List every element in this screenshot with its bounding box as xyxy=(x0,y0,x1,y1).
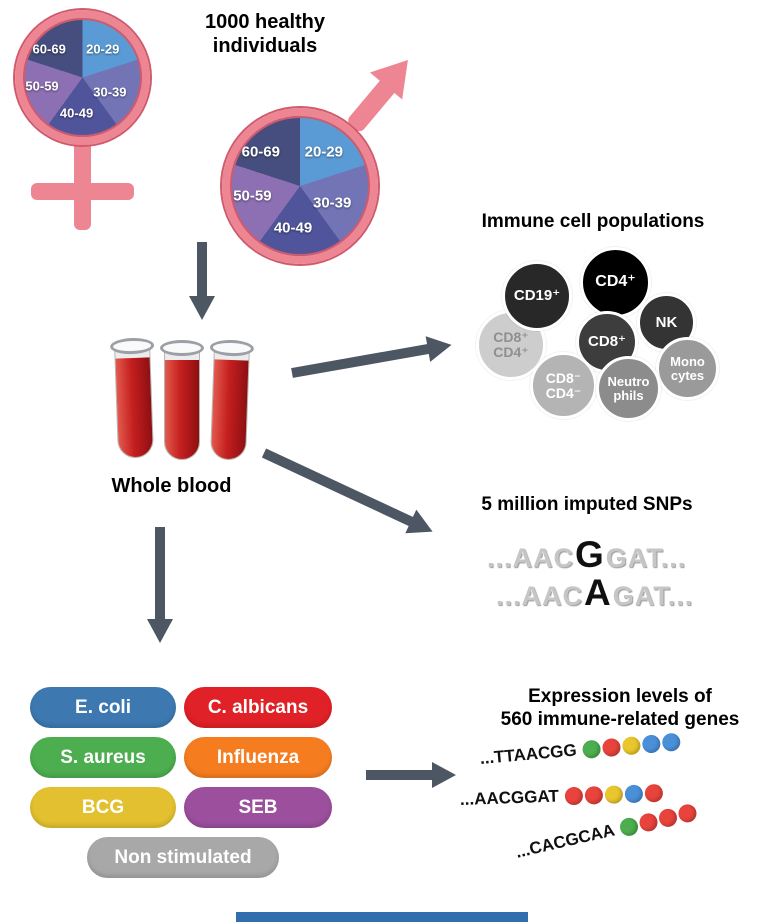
stimulus-influenza: Influenza xyxy=(184,737,332,778)
arrow-head-icon xyxy=(147,619,173,643)
age-label-30-39: 30-39 xyxy=(93,84,127,100)
gene-sequence-row: ...AACGGAT xyxy=(459,783,664,810)
snp-seq-pre: ...AAC xyxy=(487,543,574,573)
age-label-60-69: 60-69 xyxy=(241,143,280,161)
age-label-50-59: 50-59 xyxy=(233,187,272,205)
immune-cells-title: Immune cell populations xyxy=(481,211,705,232)
age-label-40-49: 40-49 xyxy=(59,105,94,121)
expression-dot xyxy=(644,783,664,803)
stimulus-ecoli: E. coli xyxy=(30,687,176,728)
gene-sequence-text: ...TTAACGG xyxy=(479,740,578,768)
expression-dots xyxy=(580,732,681,760)
cell-neutrophils: Neutro phils xyxy=(596,356,661,421)
expression-dot xyxy=(637,811,660,834)
snp-seq-post: GAT... xyxy=(612,581,694,611)
stimulus-bcg: BCG xyxy=(30,787,176,828)
expression-dot xyxy=(621,736,642,756)
expression-dot xyxy=(624,784,644,804)
expression-dot xyxy=(604,785,624,804)
expression-dot xyxy=(676,802,699,825)
arrow-stimulations-to-expression xyxy=(366,762,456,788)
gene-sequence-text: ...CACGCAA xyxy=(513,820,617,862)
gene-sequence-text: ...AACGGAT xyxy=(459,786,560,809)
expression-dots xyxy=(616,802,699,839)
expression-dot xyxy=(584,786,604,805)
age-label-60-69: 60-69 xyxy=(32,41,66,57)
arrow-head-icon xyxy=(432,762,456,788)
snp-variant-allele: A xyxy=(584,572,612,613)
tube-blood xyxy=(115,357,153,458)
cell-cd8neg-cd4neg: CD8⁻ CD4⁻ xyxy=(530,352,597,419)
arrow-shaft xyxy=(366,770,434,780)
whole-blood-label: Whole blood xyxy=(111,475,232,497)
stimulus-seb: SEB xyxy=(184,787,332,828)
stimulus-non-stimulated: Non stimulated xyxy=(87,837,279,878)
tube-cap xyxy=(160,340,204,356)
snp-variant-allele: G xyxy=(575,534,605,575)
snp-seq-pre: ...AAC xyxy=(496,581,583,611)
tube-blood xyxy=(211,359,249,460)
expression-dots xyxy=(562,783,664,806)
blood-tube xyxy=(206,339,255,464)
expression-dot xyxy=(657,807,679,829)
male-age-pie-chart: 20-29 30-39 40-49 50-59 60-69 xyxy=(222,108,378,264)
blood-tube xyxy=(109,337,158,462)
stimulus-saureus: S. aureus xyxy=(30,737,176,778)
arrow-individuals-to-blood xyxy=(189,242,215,320)
arrow-shaft xyxy=(261,448,415,527)
age-label-50-59: 50-59 xyxy=(25,78,59,94)
arrow-blood-to-stimulations xyxy=(147,527,173,643)
female-age-pie-chart: 20-29 30-39 40-49 50-59 60-69 xyxy=(15,10,150,145)
female-symbol-crossbar xyxy=(31,183,134,200)
arrow-blood-to-snps xyxy=(259,441,439,544)
blood-tube xyxy=(160,340,204,464)
gene-sequence-row: ...CACGCAA xyxy=(514,802,699,863)
age-label-30-39: 30-39 xyxy=(313,194,352,212)
expression-dot xyxy=(618,816,640,838)
arrow-head-icon xyxy=(189,296,215,320)
arrow-head-icon xyxy=(425,332,454,362)
tube-blood xyxy=(165,360,199,459)
cell-monocytes: Mono cytes xyxy=(656,337,719,400)
expression-dot xyxy=(581,739,602,759)
age-label-20-29: 20-29 xyxy=(304,143,343,161)
arrow-shaft xyxy=(197,242,207,298)
age-label-20-29: 20-29 xyxy=(86,41,120,57)
expression-dot xyxy=(601,737,622,758)
cell-cd4pos: CD4⁺ xyxy=(580,247,651,318)
gene-sequence-row: ...TTAACGG xyxy=(479,732,681,769)
expression-title: Expression levels of 560 immune-related … xyxy=(500,686,740,730)
age-label-40-49: 40-49 xyxy=(273,219,313,237)
expression-dot xyxy=(661,732,681,753)
snp-seq-post: GAT... xyxy=(605,543,687,573)
arrow-blood-to-immune-cells xyxy=(290,332,454,386)
snps-title: 5 million imputed SNPs xyxy=(481,494,693,515)
expression-dot xyxy=(564,786,584,806)
cropped-blue-bar xyxy=(236,912,528,922)
cohort-title: 1000 healthy individuals xyxy=(204,11,326,57)
expression-dot xyxy=(641,734,662,754)
arrow-shaft xyxy=(155,527,165,621)
stimulus-calbicans: C. albicans xyxy=(184,687,332,728)
cell-cd19pos: CD19⁺ xyxy=(502,261,572,331)
arrow-shaft xyxy=(291,343,431,378)
